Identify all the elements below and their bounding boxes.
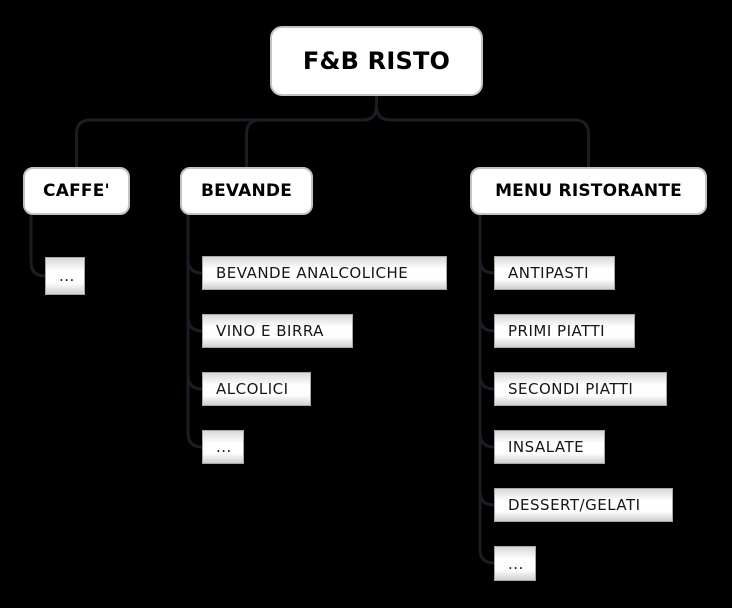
connector-menu-child-6: [478, 215, 495, 565]
node-leaf-primi-piatti: PRIMI PIATTI: [494, 314, 635, 348]
node-branch-caffe: CAFFE': [23, 167, 130, 215]
node-leaf-bevande-analcoliche: BEVANDE ANALCOLICHE: [202, 256, 447, 290]
connector-menu-child-1: [478, 215, 495, 275]
node-leaf-alcolici: ALCOLICI: [202, 372, 311, 406]
connector-caffe-child-1: [29, 215, 46, 278]
connector-menu-child-3: [478, 215, 495, 391]
node-branch-menu-ristorante: MENU RISTORANTE: [470, 167, 707, 215]
node-leaf-vino-e-birra: VINO E BIRRA: [202, 314, 353, 348]
node-leaf-caffe-more: ...: [45, 257, 85, 295]
node-leaf-menu-more: ...: [494, 546, 536, 581]
connector-root-to-bevande: [245, 96, 378, 167]
connector-menu-child-5: [478, 215, 495, 507]
node-branch-bevande: BEVANDE: [180, 167, 313, 215]
connector-root-to-menu-ristorante: [375, 96, 590, 167]
node-leaf-bevande-more: ...: [202, 430, 244, 464]
node-leaf-secondi-piatti: SECONDI PIATTI: [494, 372, 667, 406]
connector-bevande-child-3: [186, 215, 203, 391]
connector-root-to-caffe: [75, 96, 378, 167]
connector-bevande-child-4: [186, 215, 203, 449]
node-leaf-antipasti: ANTIPASTI: [494, 256, 615, 290]
node-leaf-dessert-gelati: DESSERT/GELATI: [494, 488, 673, 522]
connector-bevande-child-1: [186, 215, 203, 275]
node-root-fb-risto: F&B RISTO: [270, 26, 483, 96]
node-leaf-insalate: INSALATE: [494, 430, 605, 464]
